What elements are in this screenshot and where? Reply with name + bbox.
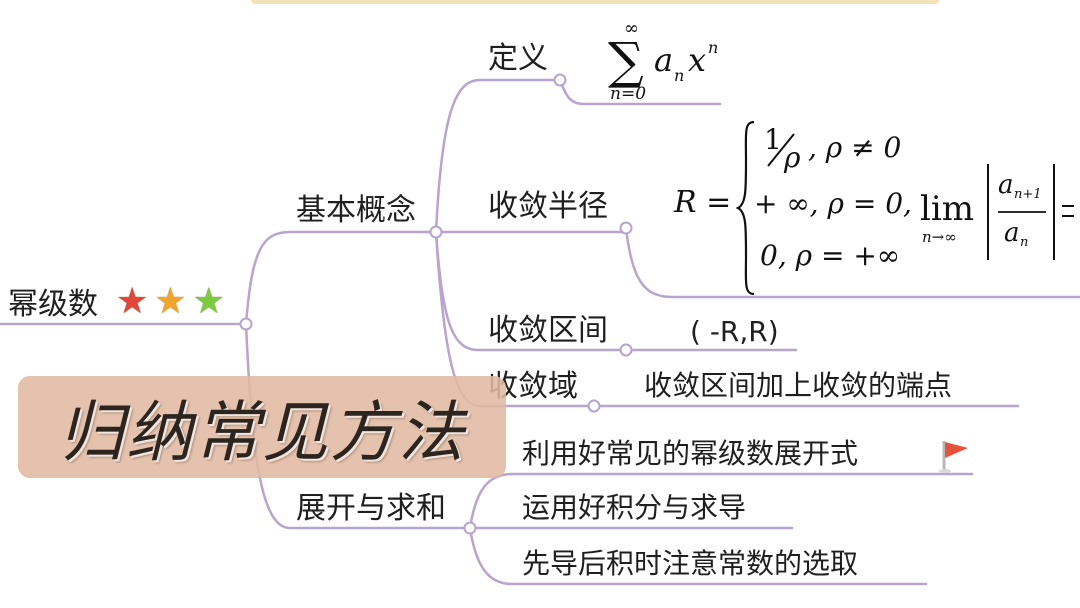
branch-expand-1 (468, 472, 974, 530)
definition-formula: ∞ ∑ n=0 a n x n (604, 20, 734, 104)
basic-concepts-node-label[interactable]: 基本概念 (296, 193, 416, 228)
root-node-label[interactable]: 幂级数 (8, 287, 98, 322)
left-brace (736, 120, 755, 296)
sum-upper-limit: ∞ (624, 18, 639, 39)
node-dot-interval (619, 343, 633, 357)
branch-root-expand (244, 322, 472, 530)
ratio-numerator-subscript: n+1 (1014, 187, 1042, 202)
expand-child-1[interactable]: 利用好常见的幂级数展开式 (522, 437, 859, 470)
term-a: a (654, 41, 674, 79)
summary-banner: 归纳常见方法 (18, 376, 506, 478)
radius-formula: R = 1 ρ , ρ ≠ 0 + ∞, ρ = 0, 0, ρ = +∞ li… (674, 120, 1080, 298)
case1-numerator: 1 (764, 123, 782, 156)
limit-subscript: n→∞ (922, 228, 957, 246)
radius-lhs: R = (674, 185, 732, 220)
case1-fraction-slash (767, 133, 795, 167)
case3-expression: 0, ρ = +∞ (760, 239, 901, 272)
definition-node-label[interactable]: 定义 (488, 41, 548, 76)
limit-symbol: lim (920, 189, 974, 229)
case2-expression: + ∞, ρ = 0, (754, 187, 912, 220)
node-dot-radius (619, 221, 633, 235)
flag-icon (939, 441, 968, 473)
expand-child-3[interactable]: 先导后积时注意常数的选取 (522, 547, 859, 580)
interval-node-label[interactable]: 收敛区间 (488, 313, 608, 348)
case1-condition: , ρ ≠ 0 (808, 131, 902, 164)
rating-stars: ★ ★ ★ (116, 284, 225, 320)
branch-expand-3 (468, 526, 928, 586)
expand-sum-node-label[interactable]: 展开与求和 (296, 491, 446, 526)
ratio-denominator-subscript: n (1020, 235, 1029, 250)
underline-radius-formula (624, 226, 1080, 299)
expand-child-2[interactable]: 运用好积分与求导 (522, 491, 747, 524)
red-star-icon: ★ (116, 281, 149, 322)
domain-value: 收敛区间加上收敛的端点 (644, 369, 953, 402)
interval-value: ( -R,R) (690, 315, 779, 348)
node-dot-root (239, 317, 253, 331)
top-decoration-bar (250, 0, 940, 4)
term-a-subscript: n (674, 66, 685, 85)
branch-root-basic (244, 230, 438, 326)
radius-node-label[interactable]: 收敛半径 (488, 189, 608, 224)
case1-denominator: ρ (784, 141, 801, 174)
sum-symbol: ∑ (608, 32, 644, 90)
term-x: x (688, 41, 707, 79)
ratio-numerator: a (998, 170, 1014, 200)
abs-ratio-bars (987, 164, 1074, 260)
ratio-denominator: a (1004, 218, 1020, 248)
node-dot-basic (429, 225, 443, 239)
sum-lower-limit: n=0 (610, 84, 647, 104)
green-star-icon: ★ (192, 281, 225, 322)
banner-text: 归纳常见方法 (58, 394, 466, 471)
term-x-superscript: n (708, 38, 719, 57)
node-dot-definition (553, 73, 567, 87)
node-dot-expand (463, 521, 477, 535)
branch-basic-definition (434, 78, 562, 234)
node-dot-domain (587, 399, 601, 413)
orange-star-icon: ★ (154, 281, 187, 322)
